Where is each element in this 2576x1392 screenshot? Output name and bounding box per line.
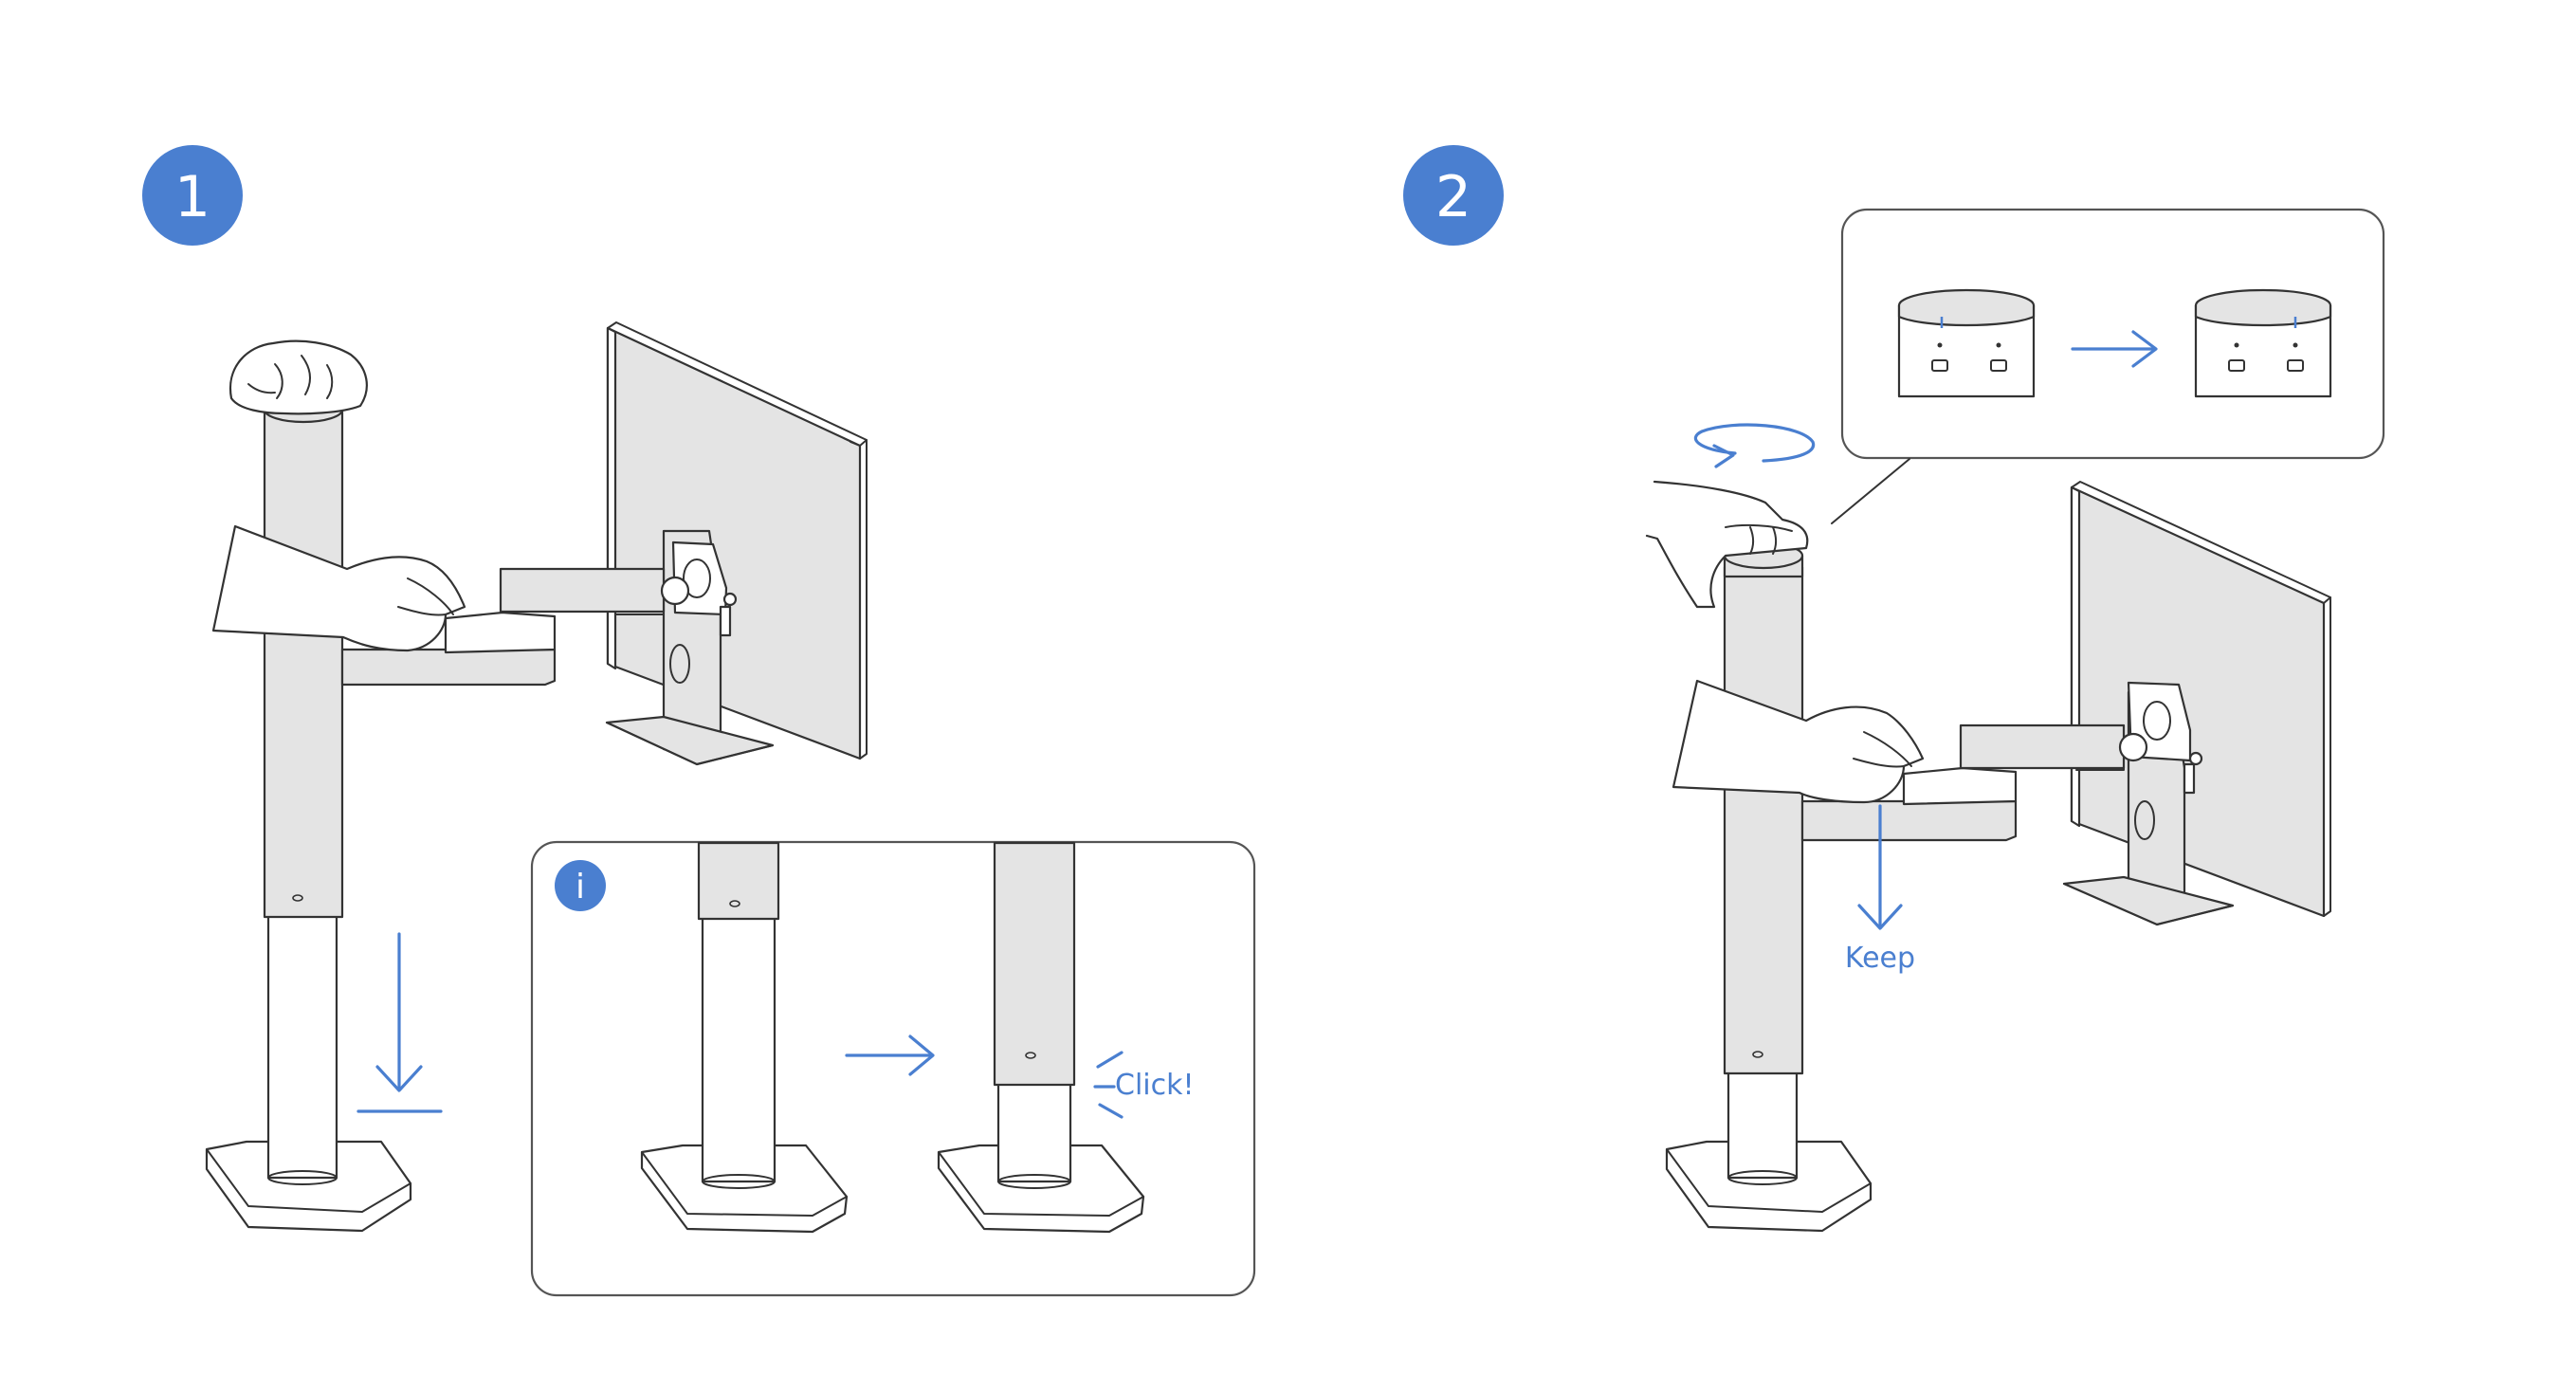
pole-after [937, 841, 1145, 1234]
info-badge-text: i [575, 868, 585, 907]
monitor-arm [340, 567, 690, 687]
monitor [2062, 481, 2331, 926]
down-arrow-icon [1857, 804, 1903, 930]
right-arrow-icon [845, 1035, 935, 1076]
right-arrow-icon [2071, 330, 2158, 368]
lower-pole [1726, 1067, 1799, 1180]
step-2-number: 2 [1435, 164, 1471, 230]
info-icon: i [555, 860, 606, 911]
step-1-illustration [205, 321, 868, 1233]
base-plate [205, 1140, 412, 1233]
hand-on-arm [211, 524, 466, 652]
hand-on-arm [1672, 679, 1925, 804]
step-2-badge: 2 [1403, 145, 1504, 246]
down-arrow-icon [356, 932, 443, 1113]
keep-label: Keep [1845, 942, 1915, 975]
collar-after [2194, 288, 2332, 398]
pole-before [640, 841, 849, 1234]
info-panel-step-1: i Click! [530, 840, 1256, 1297]
step-1-badge: 1 [142, 145, 243, 246]
step-1-number: 1 [174, 164, 210, 230]
click-marks-icon [1093, 1051, 1124, 1119]
monitor [605, 321, 868, 766]
zoom-panel-step-2 [1831, 208, 2385, 524]
monitor-arm [1800, 723, 2148, 842]
click-label: Click! [1115, 1069, 1195, 1102]
hand-on-top [228, 339, 368, 415]
upper-pole [263, 408, 344, 919]
collar-before [1897, 288, 2036, 398]
rotate-arrow-icon [1693, 423, 1816, 468]
hand-on-top [1645, 480, 1809, 609]
step-2-illustration: Keep [1645, 423, 2331, 1233]
lower-pole [266, 910, 338, 1180]
upper-pole [1723, 565, 1804, 1075]
